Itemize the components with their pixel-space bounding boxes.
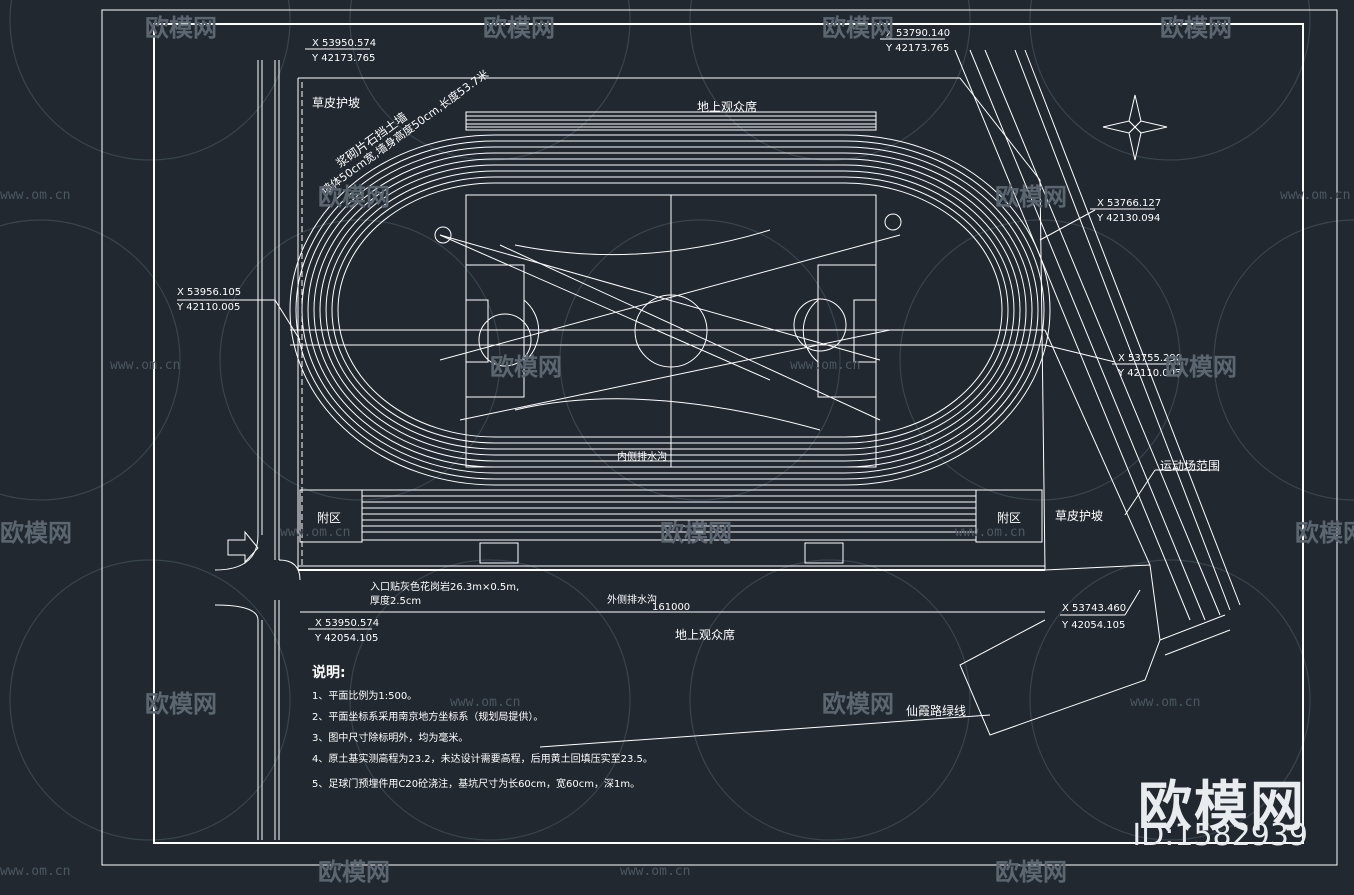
label-retaining-wall-2: 墙体50cm宽,墙身高度50cm,长度53.7米 — [319, 67, 491, 198]
watermark-text: 欧模网 — [1295, 519, 1354, 547]
watermark-text: 欧模网 — [822, 690, 894, 718]
watermark-text: 欧模网 — [318, 183, 390, 211]
label-annex-right: 附区 — [997, 511, 1021, 525]
watermarks: 欧模网 欧模网 欧模网 欧模网 www.om.cn www.om.cn 欧模网 … — [0, 14, 1354, 886]
label-annex-left: 附区 — [317, 511, 341, 525]
watermark-url: www.om.cn — [0, 864, 70, 879]
coord-y: Y 42130.094 — [1096, 213, 1160, 224]
model-id-label: ID:1582939 — [1132, 818, 1308, 853]
label-sport-range: 运动场范围 — [1160, 459, 1220, 473]
label-total-length: 161000 — [652, 602, 690, 613]
right-road — [954, 49, 1241, 736]
watermark-url: www.om.cn — [955, 525, 1025, 540]
coord-y: Y 42054.105 — [314, 633, 378, 644]
note-item: 3、图中尺寸除标明外，均为毫米。 — [312, 731, 468, 744]
watermark-text: 欧模网 — [822, 14, 894, 42]
coord-y: Y 42110.005 — [1117, 368, 1181, 379]
watermark-text: 欧模网 — [145, 14, 217, 42]
coord-x: X 53755.290 — [1118, 353, 1182, 364]
note-item: 4、原土基实测高程为23.2，未达设计需要高程，后用黄土回填压实至23.5。 — [312, 752, 653, 765]
coord-y: Y 42110.005 — [176, 302, 240, 313]
entrance-arrow-icon — [227, 530, 259, 564]
watermark-url: www.om.cn — [0, 188, 70, 203]
coord-y: Y 42054.105 — [1061, 620, 1125, 631]
watermark-url: www.om.cn — [620, 864, 690, 879]
watermark-text: 欧模网 — [318, 858, 390, 886]
coord-y: Y 42173.765 — [885, 43, 949, 54]
watermark-url: www.om.cn — [450, 695, 520, 710]
left-road — [214, 60, 301, 840]
entrance-note-1: 入口贴灰色花岗岩26.3m×0.5m, — [370, 580, 519, 593]
top-stand — [465, 111, 877, 131]
football-field — [290, 194, 1045, 468]
watermark-text: 欧模网 — [1160, 14, 1232, 42]
outer-frame — [101, 9, 1338, 866]
watermark-text: 欧模网 — [483, 14, 555, 42]
watermark-url: www.om.cn — [280, 525, 350, 540]
inner-frame — [153, 23, 1304, 844]
coord-x: X 53790.140 — [886, 28, 950, 39]
watermark-url: www.om.cn — [110, 358, 180, 373]
watermark-circles — [0, 0, 1354, 841]
note-item: 1、平面比例为1:500。 — [312, 689, 417, 702]
watermark-text: 欧模网 — [995, 183, 1067, 211]
running-track — [289, 134, 1051, 486]
watermark-text: 欧模网 — [0, 519, 72, 547]
watermark-text: 欧模网 — [1165, 353, 1237, 381]
watermark-url: www.om.cn — [790, 358, 860, 373]
bottom-stand — [299, 489, 1043, 564]
label-grass-slope-top: 草皮护坡 — [312, 96, 360, 110]
north-arrow-icon — [1102, 94, 1168, 161]
watermark-text: 欧模网 — [145, 690, 217, 718]
watermark-text: 欧模网 — [490, 353, 562, 381]
watermark-text: 欧模网 — [995, 858, 1067, 886]
watermark-text: 欧模网 — [660, 519, 732, 547]
label-outer-drain: 外侧排水沟 — [607, 593, 657, 606]
watermark-url: www.om.cn — [1130, 695, 1200, 710]
label-grass-slope-bottom: 草皮护坡 — [1055, 509, 1103, 523]
note-item: 2、平面坐标系采用南京地方坐标系（规划局提供）。 — [312, 710, 543, 723]
coord-x: X 53950.574 — [315, 618, 379, 629]
notes-title: 说明: — [312, 664, 346, 681]
watermark-url: www.om.cn — [1280, 188, 1350, 203]
coord-x: X 53950.574 — [312, 38, 376, 49]
coord-y: Y 42173.765 — [311, 53, 375, 64]
note-item: 5、足球门预埋件用C20砼浇注，基坑尺寸为长60cm，宽60cm，深1m。 — [312, 777, 640, 790]
entrance-note-2: 厚度2.5cm — [370, 594, 421, 607]
coord-x: X 53956.105 — [177, 287, 241, 298]
coord-x: X 53766.127 — [1097, 198, 1161, 209]
design-notes: 说明: 1、平面比例为1:500。 2、平面坐标系采用南京地方坐标系（规划局提供… — [312, 664, 653, 790]
label-green-line: 仙霞路绿线 — [906, 703, 966, 718]
site-boundary — [297, 77, 1046, 571]
coord-x: X 53743.460 — [1062, 603, 1126, 614]
label-inner-drain: 内侧排水沟 — [617, 450, 667, 463]
coordinate-labels: X 53950.574 Y 42173.765 X 53790.140 Y 42… — [176, 28, 1182, 644]
brand-logo-text: 欧模网 — [1138, 775, 1306, 838]
label-stand-top: 地上观众席 — [697, 99, 757, 114]
label-stand-bottom: 地上观众席 — [675, 627, 735, 642]
leader-lines — [177, 209, 1218, 748]
